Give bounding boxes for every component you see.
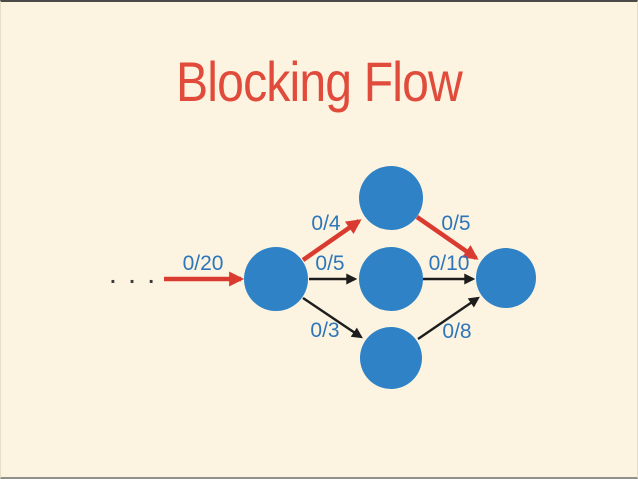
edges-layer xyxy=(164,215,480,340)
edge-label-middle-to-right: 0/10 xyxy=(429,252,470,275)
nodes-layer xyxy=(244,166,536,389)
node-middle xyxy=(359,247,423,311)
edge-left-to-top xyxy=(301,219,362,262)
ellipsis-dots: . . . xyxy=(110,266,158,288)
edge-label-left-to-middle: 0/5 xyxy=(315,252,344,275)
edge-label-left-to-top: 0/4 xyxy=(311,212,341,235)
edge-top-to-right xyxy=(415,215,479,260)
edge-label-top-to-right: 0/5 xyxy=(441,212,470,235)
node-right xyxy=(476,248,536,308)
labels-layer: 0/20 0/4 0/5 0/5 0/10 0/3 0/8 . . . xyxy=(110,212,472,343)
edge-label-bottom-to-right: 0/8 xyxy=(442,320,471,343)
edge-bottom-to-right xyxy=(417,296,480,340)
edge-label-left-to-bottom: 0/3 xyxy=(310,319,339,342)
slide-title: Blocking Flow xyxy=(176,50,463,113)
node-bottom xyxy=(360,327,422,389)
edge-label-incoming-to-left: 0/20 xyxy=(183,252,224,275)
node-left xyxy=(244,247,308,311)
node-top xyxy=(359,166,423,230)
edge-left-to-bottom xyxy=(302,297,363,339)
